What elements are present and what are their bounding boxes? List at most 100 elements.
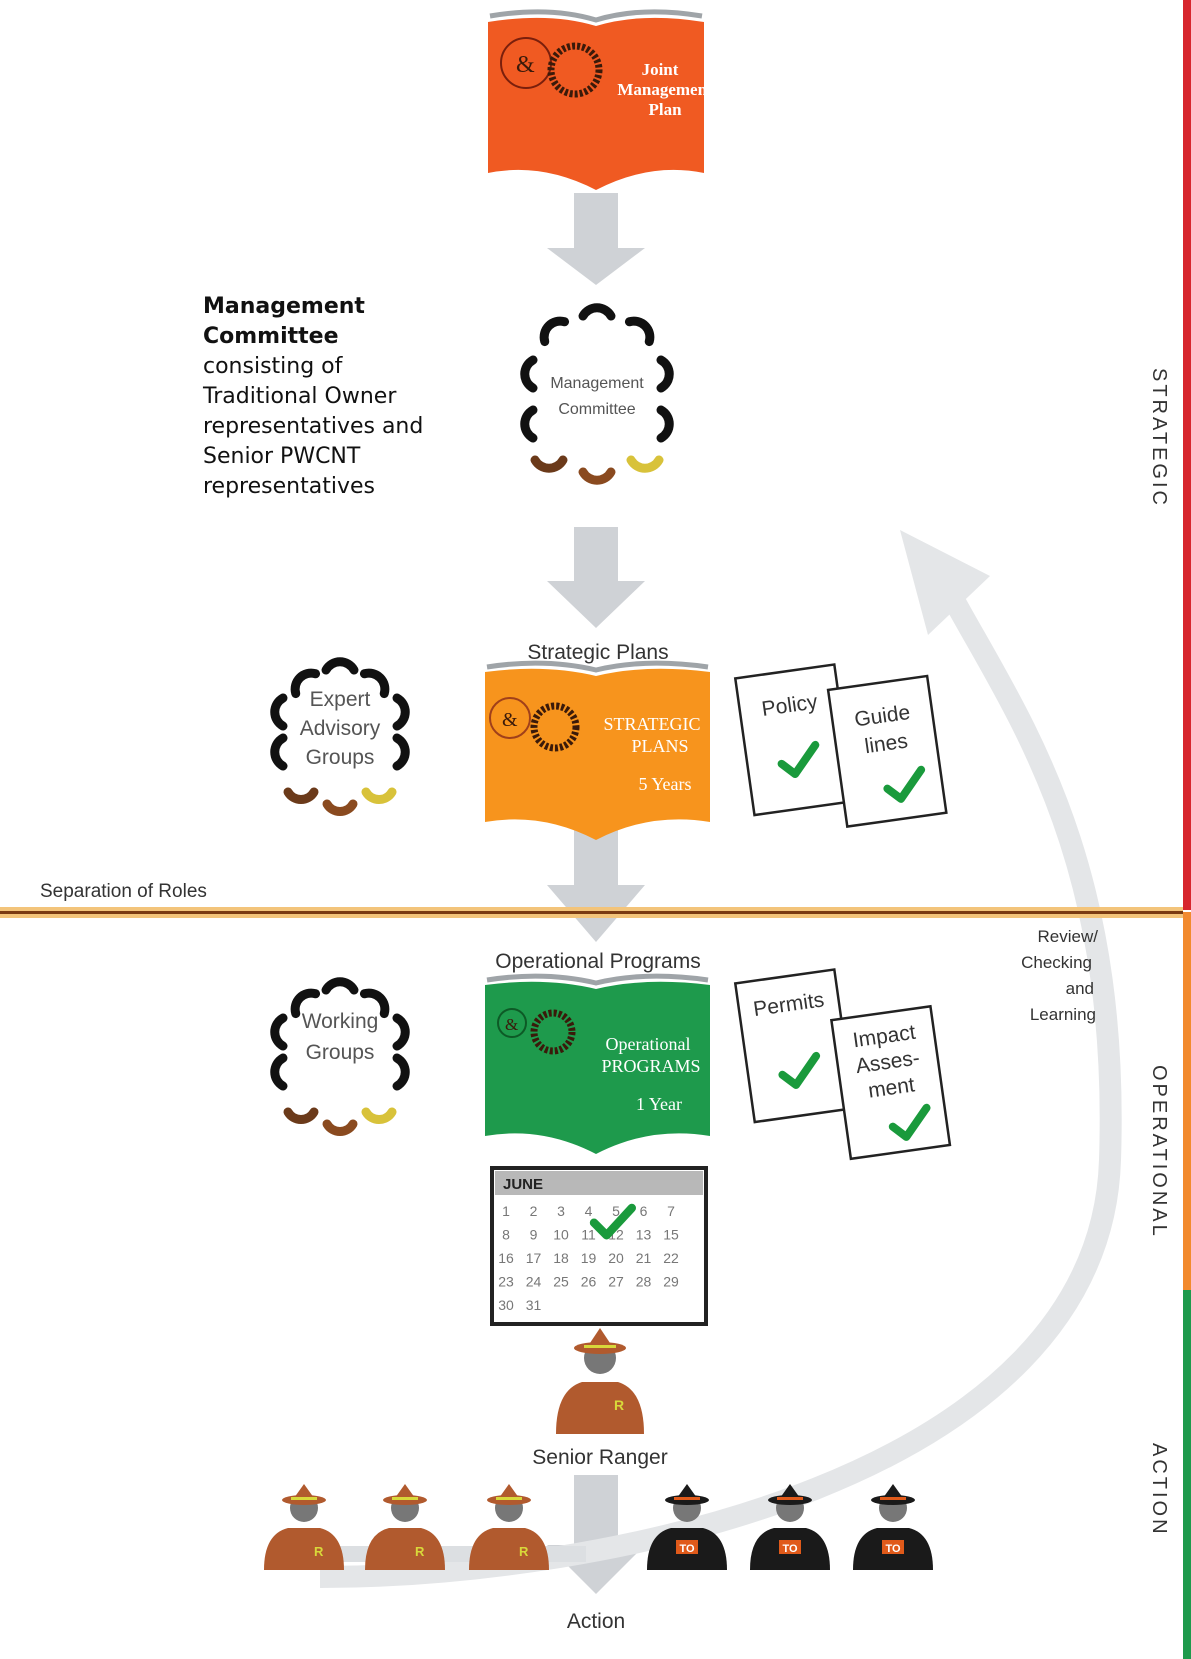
separation-line bbox=[0, 907, 1183, 918]
management-committee-description: Management Committee consisting of Tradi… bbox=[203, 292, 463, 502]
calendar-day: 4 bbox=[585, 1203, 593, 1219]
strategic-book-line1: STRATEGIC bbox=[603, 714, 700, 734]
to-badge: TO bbox=[885, 1543, 901, 1555]
ranger-badge: R bbox=[314, 1544, 324, 1559]
calendar-day: 1 bbox=[502, 1203, 510, 1219]
people-ring-icon bbox=[547, 42, 603, 98]
mc-desc-line: Traditional Owner bbox=[203, 384, 397, 409]
ranger-badge: R bbox=[415, 1544, 425, 1559]
mc-desc-line: representatives and bbox=[203, 414, 424, 439]
calendar-month: JUNE bbox=[503, 1176, 543, 1193]
ranger-figure-3: R bbox=[469, 1484, 549, 1570]
action-bar bbox=[1183, 1290, 1191, 1659]
strategic-book-line3: 5 Years bbox=[638, 774, 691, 794]
mc-desc-line: Senior PWCNT bbox=[203, 444, 361, 469]
calendar-day: 11 bbox=[581, 1227, 596, 1243]
operational-book-line1: Operational bbox=[606, 1034, 691, 1054]
ampersand-icon: & bbox=[502, 709, 518, 731]
traditional-owner-figure-3: TO bbox=[853, 1484, 933, 1570]
expert-groups-line1: Expert bbox=[310, 688, 371, 711]
calendar-day: 29 bbox=[663, 1274, 679, 1290]
joint-plan-line1: Joint bbox=[642, 60, 679, 79]
calendar-day: 25 bbox=[553, 1274, 569, 1290]
separation-label: Separation of Roles bbox=[40, 881, 207, 902]
calendar-day: 21 bbox=[636, 1250, 652, 1266]
senior-ranger-label: Senior Ranger bbox=[532, 1446, 667, 1469]
permits-card: Permits bbox=[733, 968, 856, 1124]
senior-ranger-figure: R bbox=[556, 1328, 644, 1434]
operational-programs-book: & Operational PROGRAMS 1 Year bbox=[485, 973, 710, 1154]
calendar-day: 22 bbox=[663, 1250, 679, 1266]
management-committee-circle: Management Committee bbox=[525, 308, 670, 485]
calendar-day: 27 bbox=[608, 1274, 624, 1290]
calendar-day: 2 bbox=[530, 1203, 538, 1219]
calendar-day: 28 bbox=[636, 1274, 652, 1290]
joint-plan-line3: Plan bbox=[648, 100, 682, 119]
mother-child-icon bbox=[497, 1008, 527, 1038]
review-line1: Review/ bbox=[1038, 927, 1099, 946]
strategic-book-line2: PLANS bbox=[631, 736, 688, 756]
impact-assessment-card: Impact Asses- ment bbox=[829, 1004, 952, 1161]
ranger-figure-1: R bbox=[264, 1484, 344, 1570]
mc-desc-line: representatives bbox=[203, 474, 375, 499]
expert-advisory-groups-circle: Expert Advisory Groups bbox=[275, 662, 406, 816]
operational-book-line3: 1 Year bbox=[636, 1094, 682, 1114]
calendar-day: 23 bbox=[498, 1274, 514, 1290]
calendar-day: 15 bbox=[663, 1227, 679, 1243]
operational-side-label: OPERATIONAL bbox=[1148, 1065, 1170, 1239]
calendar-day: 3 bbox=[557, 1203, 565, 1219]
calendar-day: 24 bbox=[526, 1274, 542, 1290]
senior-ranger-badge: R bbox=[614, 1397, 624, 1413]
ranger-figure-2: R bbox=[365, 1484, 445, 1570]
calendar-day: 6 bbox=[640, 1203, 648, 1219]
working-groups-line1: Working bbox=[302, 1010, 379, 1033]
to-badge: TO bbox=[782, 1543, 798, 1555]
action-side-label: ACTION bbox=[1148, 1443, 1170, 1537]
arrow-plan-to-committee bbox=[547, 193, 645, 285]
mc-desc-bold1: Management bbox=[203, 294, 365, 319]
calendar-day: 19 bbox=[581, 1250, 597, 1266]
people-ring-icon bbox=[530, 702, 580, 752]
calendar-day: 5 bbox=[612, 1203, 620, 1219]
traditional-owner-figure-1: TO bbox=[647, 1484, 727, 1570]
review-line2: Checking bbox=[1021, 953, 1092, 972]
mc-desc-bold2: Committee bbox=[203, 324, 339, 349]
calendar-day: 13 bbox=[636, 1227, 652, 1243]
action-label: Action bbox=[567, 1610, 625, 1633]
expert-groups-line3: Groups bbox=[306, 746, 375, 769]
arrow-strategic-to-operational bbox=[547, 830, 645, 942]
arrow-committee-to-strategic bbox=[547, 527, 645, 628]
calendar-day: 9 bbox=[530, 1227, 538, 1243]
calendar-day: 10 bbox=[553, 1227, 569, 1243]
strategic-plans-heading: Strategic Plans bbox=[527, 641, 668, 664]
calendar-day: 8 bbox=[502, 1227, 510, 1243]
ampersand-icon: & bbox=[505, 1015, 518, 1034]
review-line4: Learning bbox=[1030, 1005, 1096, 1024]
operational-book-line2: PROGRAMS bbox=[601, 1056, 700, 1076]
calendar-day: 26 bbox=[581, 1274, 597, 1290]
ampersand-icon: & bbox=[516, 52, 535, 78]
review-label: Review/ Checking and Learning bbox=[1021, 927, 1098, 1024]
mc-desc-line: consisting of bbox=[203, 354, 343, 379]
calendar-day: 7 bbox=[667, 1203, 675, 1219]
to-badge: TO bbox=[679, 1543, 695, 1555]
committee-circle-line2: Committee bbox=[558, 401, 635, 418]
calendar-day: 16 bbox=[498, 1250, 514, 1266]
strategic-plans-book: & STRATEGIC PLANS 5 Years bbox=[485, 660, 710, 840]
traditional-owner-figure-2: TO bbox=[750, 1484, 830, 1570]
strategic-bar bbox=[1183, 0, 1191, 910]
operational-programs-heading: Operational Programs bbox=[495, 950, 700, 973]
working-groups-line2: Groups bbox=[306, 1041, 375, 1064]
review-line3: and bbox=[1066, 979, 1094, 998]
operational-bar bbox=[1183, 912, 1191, 1290]
expert-groups-line2: Advisory bbox=[300, 717, 381, 740]
committee-circle-line1: Management bbox=[550, 375, 644, 392]
joint-management-plan-book: & Joint Management Plan bbox=[488, 9, 713, 191]
guidelines-card: Guide lines bbox=[826, 674, 948, 829]
people-ring-icon bbox=[530, 1009, 576, 1055]
calendar-day: 18 bbox=[553, 1250, 569, 1266]
ranger-badge: R bbox=[519, 1544, 529, 1559]
working-groups-circle: Working Groups bbox=[275, 982, 406, 1136]
